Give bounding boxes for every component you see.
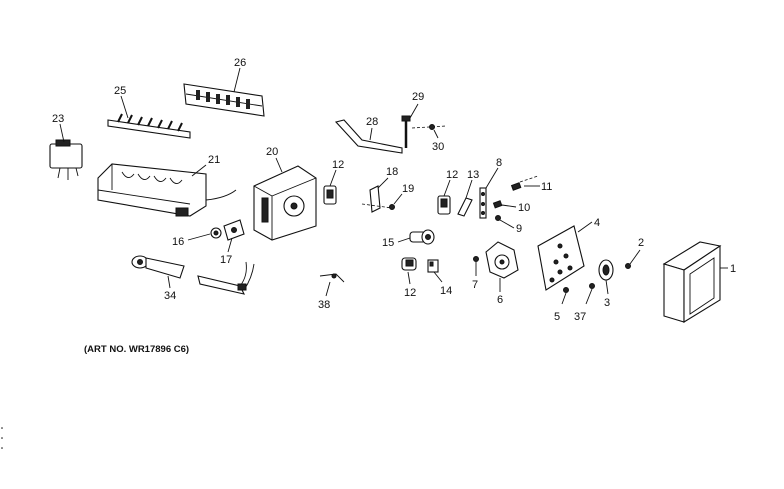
part-14-clip [427, 259, 439, 273]
label-15: 15 [382, 237, 394, 249]
label-37: 37 [574, 311, 586, 323]
leader-13 [465, 179, 473, 199]
part-11-screw [510, 175, 539, 191]
label-20: 20 [266, 146, 278, 158]
leader-3 [605, 279, 609, 295]
label-12b: 12 [404, 287, 416, 299]
leader-15 [397, 237, 411, 243]
label-7: 7 [472, 279, 478, 291]
part-30-pin [411, 124, 447, 130]
leader-25 [120, 95, 129, 119]
part-34-fitting [131, 255, 185, 279]
leader-18 [377, 177, 389, 189]
leader-30 [433, 129, 439, 139]
margin-marks [1, 427, 3, 449]
part-38-clip [319, 273, 345, 283]
part-28-feeler-arm [334, 119, 403, 154]
part-21-ice-mold [97, 163, 237, 217]
part-3-knob [598, 259, 614, 281]
label-14: 14 [440, 285, 452, 297]
part-18-lever [361, 185, 393, 213]
label-25: 25 [114, 85, 126, 97]
part-2-screw [625, 263, 631, 269]
leader-12b [407, 271, 411, 285]
leader-4 [577, 221, 593, 233]
leader-14 [433, 271, 443, 283]
label-28: 28 [366, 116, 378, 128]
label-4: 4 [594, 217, 600, 229]
leader-10 [501, 204, 517, 208]
label-1: 1 [730, 263, 736, 275]
part-25-comb [107, 113, 191, 139]
label-3: 3 [604, 297, 610, 309]
label-29: 29 [412, 91, 424, 103]
label-17: 17 [220, 254, 232, 266]
part-6-timer-motor [485, 241, 519, 279]
label-30: 30 [432, 141, 444, 153]
leader-8 [485, 167, 499, 189]
label-23: 23 [52, 113, 64, 125]
label-10: 10 [518, 202, 530, 214]
leader-12a [329, 169, 337, 187]
part-17-bracket [223, 219, 245, 241]
leader-37 [585, 288, 593, 305]
part-9-screw [495, 215, 501, 221]
label-13: 13 [467, 169, 479, 181]
leader-17 [227, 237, 233, 253]
label-16: 16 [172, 236, 184, 248]
part-23-solenoid [49, 139, 83, 180]
part-26-strip [183, 83, 265, 117]
leader-5 [561, 292, 567, 305]
label-8: 8 [496, 157, 502, 169]
part-13-thermostat [457, 197, 473, 217]
label-6: 6 [497, 294, 503, 306]
part-29-shaft [401, 115, 411, 148]
part-10-screw [492, 200, 503, 209]
part-4-mounting-plate [537, 225, 585, 291]
part-37-screw [589, 283, 595, 289]
label-2: 2 [638, 237, 644, 249]
label-5: 5 [554, 311, 560, 323]
leader-2 [629, 249, 641, 265]
label-19: 19 [402, 183, 414, 195]
leader-9 [499, 219, 515, 229]
wire-harness [197, 261, 255, 295]
label-12a: 12 [332, 159, 344, 171]
label-12c: 12 [446, 169, 458, 181]
part-7-screw [473, 256, 479, 262]
label-26: 26 [234, 57, 246, 69]
part-5-screw [563, 287, 569, 293]
leader-21 [191, 164, 207, 177]
label-9: 9 [516, 223, 522, 235]
leader-19 [393, 193, 403, 205]
part-16-nut [210, 227, 222, 239]
label-21: 21 [208, 154, 220, 166]
leader-34 [167, 275, 171, 289]
part-19-screw [389, 204, 395, 210]
leader-16 [187, 233, 211, 241]
label-11: 11 [541, 181, 552, 193]
part-15-plunger [409, 229, 435, 245]
label-18: 18 [386, 166, 398, 178]
part-20-housing [253, 165, 317, 241]
leader-12c [443, 179, 451, 197]
part-12c-switch [437, 195, 451, 215]
part-1-cover [662, 241, 722, 323]
leader-38 [325, 281, 331, 297]
label-38: 38 [318, 299, 330, 311]
part-8-bracket [479, 187, 487, 219]
leader-20 [275, 157, 283, 173]
part-12a-switch [323, 185, 337, 205]
label-34: 34 [164, 290, 176, 302]
leader-26 [233, 67, 241, 93]
leader-23 [59, 123, 65, 143]
leader-29 [409, 103, 419, 119]
part-12b-switch [401, 257, 417, 271]
art-number: (ART NO. WR17896 C6) [84, 344, 189, 355]
leader-28 [369, 127, 373, 141]
